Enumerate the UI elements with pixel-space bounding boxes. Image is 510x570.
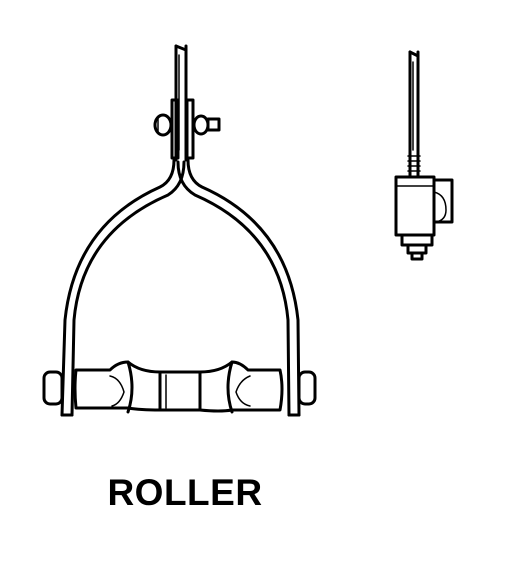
roller-hanger-side-view bbox=[394, 50, 454, 261]
clamp-plate bbox=[170, 98, 195, 160]
caption-label: ROLLER bbox=[107, 472, 263, 513]
yoke-frame bbox=[60, 158, 301, 417]
side-strap bbox=[408, 50, 420, 178]
bolt-and-nuts bbox=[153, 113, 221, 137]
side-thread bbox=[407, 155, 421, 172]
axle bbox=[42, 370, 317, 406]
side-housing bbox=[394, 175, 454, 237]
roller-hanger-front-view bbox=[42, 44, 317, 417]
side-nut bbox=[400, 233, 434, 261]
roller bbox=[73, 360, 284, 414]
